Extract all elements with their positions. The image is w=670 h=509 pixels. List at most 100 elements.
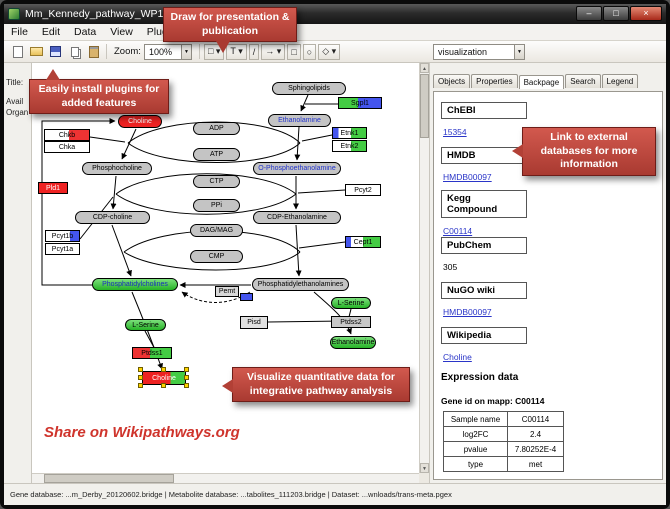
selection-handle[interactable] [138,367,143,372]
new-button[interactable] [8,43,27,61]
vertical-scroll-thumb[interactable] [420,74,429,138]
callout-arrow-up-icon [46,69,60,80]
node-phosphatidylcholines[interactable]: Phosphatidylcholines [92,278,178,291]
node-pcyt2[interactable]: Pcyt2 [345,184,381,196]
scroll-up-icon[interactable]: ▲ [420,63,429,73]
table-cell: Sample name [443,411,508,427]
node-pisd[interactable]: Pisd [240,316,268,329]
node-pld1[interactable]: Pld1 [38,182,68,194]
callout-draw: Draw for presentation & publication [163,7,297,54]
database-header: ChEBI [441,102,527,119]
minimize-button[interactable]: – [576,6,602,21]
selection-handle[interactable] [161,383,166,388]
horizontal-scrollbar[interactable] [32,473,419,483]
table-cell: C00114 [507,411,564,427]
save-button[interactable] [46,43,65,61]
node-anchor[interactable] [240,293,253,301]
node-adp[interactable]: ADP [193,122,240,135]
node-etnk1[interactable]: Etnk1 [332,127,367,139]
node-ctp[interactable]: CTP [193,175,240,188]
node-cept1[interactable]: Cept1 [345,236,381,248]
shape-menu-button[interactable]: ◇ ▾ [318,43,341,60]
node-cmp[interactable]: CMP [190,250,243,263]
node-dag-mag[interactable]: DAG/MAG [190,224,243,237]
horizontal-scroll-thumb[interactable] [44,474,174,483]
copy-button[interactable] [65,43,84,61]
copy-icon [70,46,79,57]
node-ptdss1[interactable]: Ptdss1 [132,347,172,359]
share-wikipathways-text: Share on Wikipathways.org [44,424,240,441]
menu-file[interactable]: File [11,26,28,38]
scroll-down-icon[interactable]: ▼ [420,463,429,473]
selection-handle[interactable] [184,367,189,372]
vertical-scrollbar[interactable]: ▲ ▼ [419,63,429,473]
database-link[interactable]: HMDB00097 [443,307,492,317]
table-cell: 7.80252E-4 [507,441,564,457]
tab-objects[interactable]: Objects [433,74,471,88]
selection-handle[interactable] [184,375,189,380]
menu-data[interactable]: Data [74,26,97,38]
node-o-phosphoethanolamine[interactable]: O-Phosphoethanolamine [253,162,341,175]
table-cell: type [443,456,508,472]
node-chka[interactable]: Chka [44,141,90,153]
node-sgpl1[interactable]: Sgpl1 [338,97,382,109]
menu-edit[interactable]: Edit [41,26,61,38]
maximize-button[interactable]: □ [603,6,629,21]
tab-properties[interactable]: Properties [471,74,518,88]
close-button[interactable]: × [630,6,662,21]
paste-button[interactable] [84,43,103,61]
node-choline-top[interactable]: Choline [118,115,162,128]
database-link[interactable]: C00114 [443,226,473,236]
database-header: NuGO wiki [441,282,527,299]
database-link[interactable]: HMDB00097 [443,172,492,182]
open-button[interactable] [27,43,46,61]
node-l-serine-right[interactable]: L-Serine [331,297,371,309]
visualization-combobox[interactable]: visualization [433,44,525,60]
selection-handle[interactable] [184,383,189,388]
title-bar[interactable]: Mm_Kennedy_pathway_WP1771_45176.gp... – … [4,4,666,24]
callout-arrow-down-icon [216,41,230,54]
selection-handle[interactable] [138,383,143,388]
node-phosphocholine[interactable]: Phosphocholine [82,162,152,175]
database-link[interactable]: Choline [443,352,472,362]
node-sphingolipids[interactable]: Sphingolipids [272,82,346,95]
tab-backpage[interactable]: Backpage [518,75,565,89]
node-ethanolamine-bottom[interactable]: Ethanolamine [330,336,376,349]
node-atp[interactable]: ATP [193,148,240,161]
tab-legend[interactable]: Legend [601,74,639,88]
tab-search[interactable]: Search [565,74,601,88]
node-ptdss2[interactable]: Ptdss2 [331,316,371,328]
zoom-combobox[interactable]: 100% [143,43,192,60]
rect-tool-button[interactable]: □ [287,43,301,60]
node-ppi[interactable]: PPi [193,199,240,212]
database-link[interactable]: 15354 [443,127,467,137]
node-etnk2[interactable]: Etnk2 [332,140,367,152]
node-pcyt1b[interactable]: Pcyt1b [45,230,80,242]
zoom-label: Zoom: [114,46,141,57]
line-tool-button[interactable]: / [248,43,260,60]
callout-visualize-text: Visualize quantitative data for integrat… [246,371,395,397]
node-chkb[interactable]: Chkb [44,129,90,141]
ellipse-tool-button[interactable]: ○ [302,43,317,60]
node-pcyt1a[interactable]: Pcyt1a [45,243,80,255]
node-cdp-ethanolamine[interactable]: CDP-Ethanolamine [253,211,341,224]
table-cell: 2.4 [507,426,564,442]
node-cdp-choline[interactable]: CDP-choline [75,211,150,224]
menu-view[interactable]: View [110,26,133,38]
table-cell: log2FC [443,426,508,442]
node-ethanolamine-top[interactable]: Ethanolamine [268,114,331,127]
connector-tool-button[interactable]: → ▾ [261,43,286,60]
backpage-section-chebi: ChEBI 15354 [441,100,655,145]
node-l-serine-left[interactable]: L-Serine [125,319,166,331]
selection-handle[interactable] [161,367,166,372]
selection-handle[interactable] [138,375,143,380]
table-cell: pvalue [443,441,508,457]
node-pemt[interactable]: Pemt [215,286,239,297]
node-phosphatidylethanolamines[interactable]: Phosphatidylethanolamines [252,278,349,291]
